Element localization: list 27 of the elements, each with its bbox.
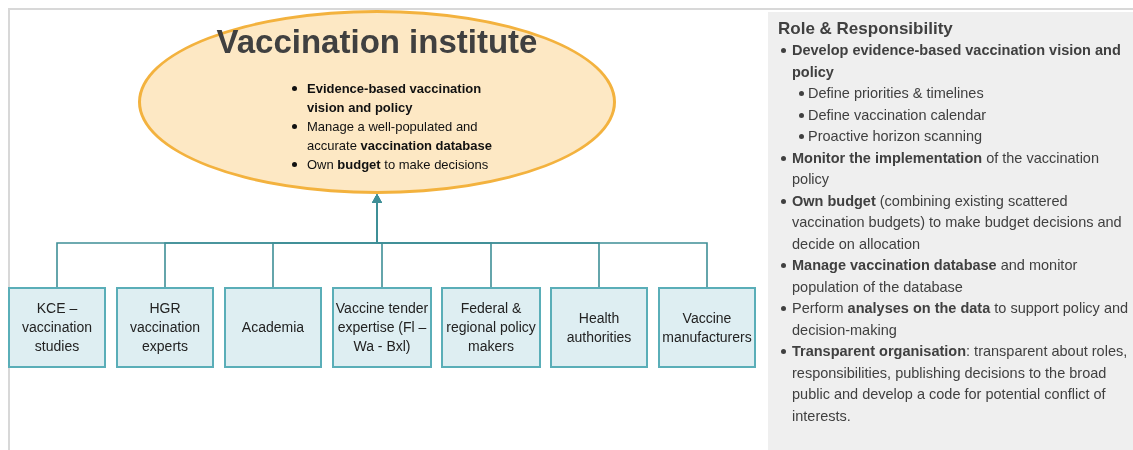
box-label: Health authorities [565, 308, 633, 347]
stakeholder-box [332, 287, 432, 368]
bullet-text: Proactive horizon scanning [808, 128, 983, 144]
stakeholder-box [658, 287, 756, 368]
bullet-text: Own budget to make decisions [307, 157, 489, 172]
box-label: KCE – vaccination studies [20, 299, 93, 356]
stakeholder-box [224, 287, 322, 368]
connector-arrow [372, 194, 708, 288]
bullet-text: Define vaccination calendar [808, 106, 987, 123]
box-label: Vaccine tender expertise (Fl – Wa - Bxl) [334, 299, 430, 356]
bullet-text: Monitor the implementation of the vaccination policy [792, 149, 1099, 187]
box-label: Federal & regional policy makers [445, 299, 537, 356]
info-panel [768, 12, 1133, 450]
stakeholder-box [550, 287, 648, 368]
bullet-text: Develop evidence-based vaccination vision and policy [792, 42, 1121, 80]
stakeholder-box [441, 287, 541, 368]
ellipse-title: Vaccination institute [215, 23, 539, 61]
box-label: HGR vaccination experts [128, 299, 201, 356]
box-label: Vaccine manufacturers [661, 308, 753, 347]
stakeholder-box [116, 287, 214, 368]
box-label: Academia [241, 318, 305, 337]
stakeholder-box [8, 287, 106, 368]
bullet-text: Evidence-based vaccination vision and policy [307, 81, 482, 115]
bullet-text: Perform analyses on the data to support policy and decision-making [792, 300, 1129, 338]
bullet-text: Define priorities & timelines [808, 85, 984, 101]
panel-heading: Role & Responsibility [778, 18, 954, 40]
bullet-text: Transparent organisation: transparent about roles, responsibilities, publishing decisions to the broad public and develop a code for potential conflict of interests. [792, 343, 1128, 424]
